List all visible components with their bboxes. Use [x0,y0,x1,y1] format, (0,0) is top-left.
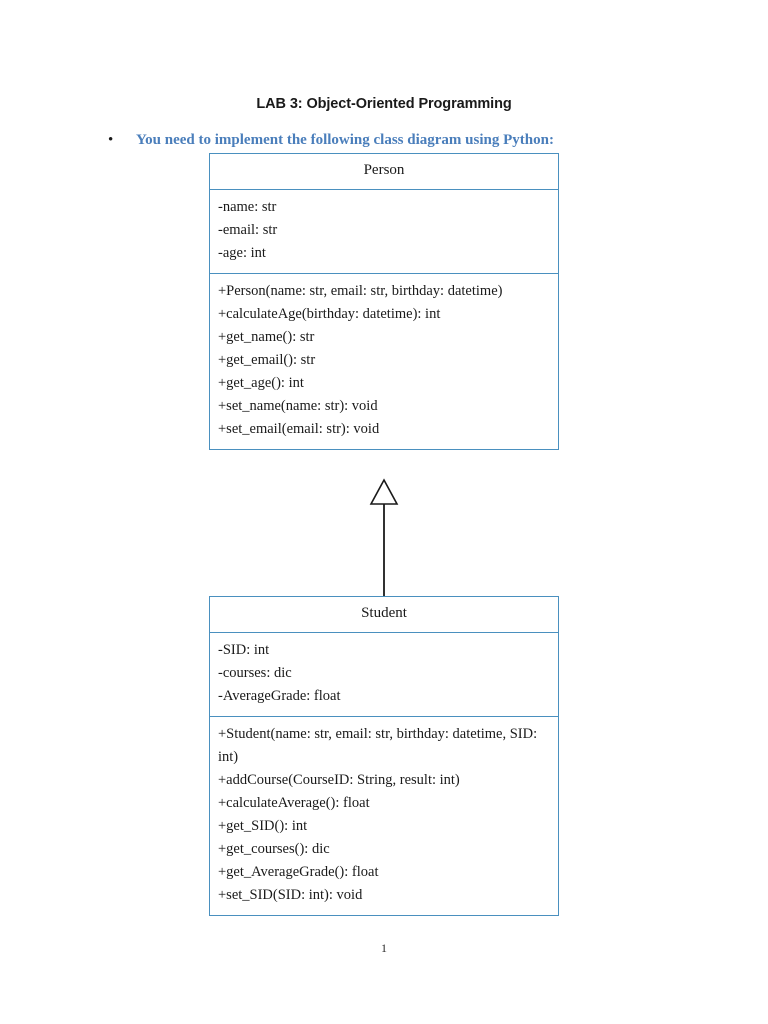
uml-class-student: Student -SID: int -courses: dic -Average… [209,596,559,916]
operation-row: +set_name(name: str): void [218,398,378,414]
operation-row: +get_email(): str [218,352,316,368]
operation-row: +set_email(email: str): void [218,421,380,437]
operation-row: +get_AverageGrade(): float [218,864,379,880]
page-number: 1 [381,941,387,955]
page-title: LAB 3: Object-Oriented Programming [256,96,512,112]
bullet-icon: • [108,132,114,148]
generalization-connector [362,478,406,598]
instruction-text: You need to implement the following clas… [136,132,554,148]
attribute-row: -name: str [218,199,277,215]
class-name-student: Student [210,597,558,633]
uml-class-person: Person -name: str -email: str -age: int … [209,153,559,450]
operation-row: +calculateAverage(): float [218,795,370,811]
attribute-row: -age: int [218,245,266,261]
operation-row: +Student(name: str, email: str, birthday… [218,726,538,765]
attribute-row: -AverageGrade: float [218,688,341,704]
operation-row: +get_SID(): int [218,818,308,834]
attribute-row: -SID: int [218,642,270,658]
instruction-bullet-item: • You need to implement the following cl… [108,131,708,150]
operation-row: +set_SID(SID: int): void [218,887,363,903]
attributes-compartment-person: -name: str -email: str -age: int [210,190,558,274]
operation-row: +get_name(): str [218,329,315,345]
operations-compartment-person: +Person(name: str, email: str, birthday:… [210,274,558,449]
operation-row: +addCourse(CourseID: String, result: int… [218,772,460,788]
attributes-compartment-student: -SID: int -courses: dic -AverageGrade: f… [210,633,558,717]
class-name-person: Person [210,154,558,190]
operation-row: +Person(name: str, email: str, birthday:… [218,283,503,299]
inheritance-triangle-icon [369,478,399,505]
operation-row: +get_courses(): dic [218,841,330,857]
attribute-row: -courses: dic [218,665,292,681]
operations-compartment-student: +Student(name: str, email: str, birthday… [210,717,558,915]
attribute-row: -email: str [218,222,278,238]
operation-row: +calculateAge(birthday: datetime): int [218,306,441,322]
operation-row: +get_age(): int [218,375,304,391]
